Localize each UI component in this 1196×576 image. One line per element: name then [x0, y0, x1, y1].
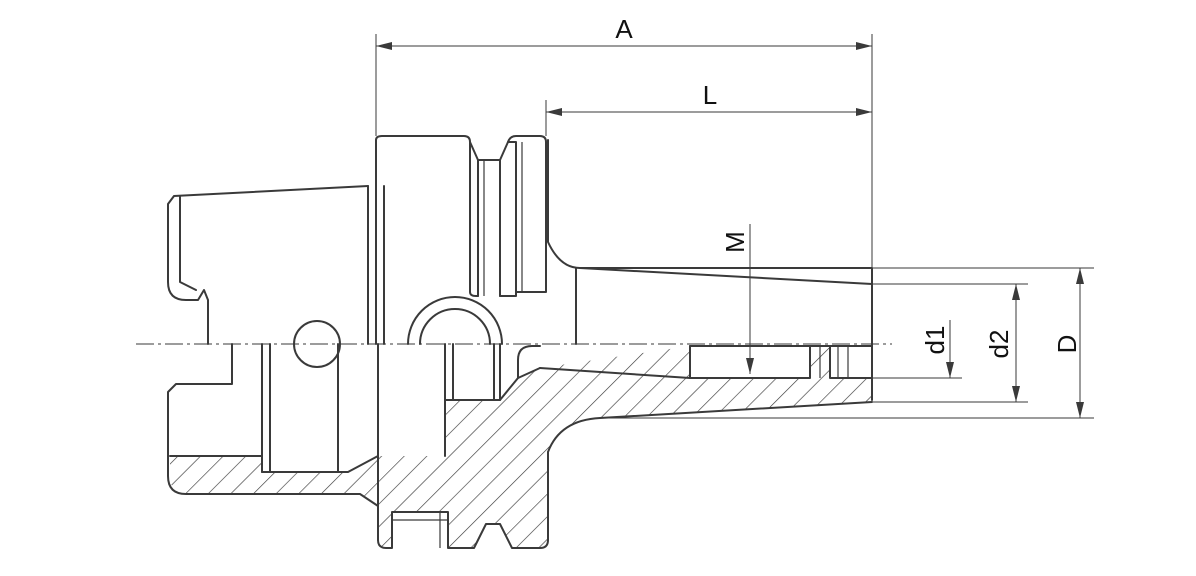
- dimension-M: M: [720, 224, 754, 374]
- holder-outline: [167, 135, 873, 549]
- label-A: A: [615, 14, 633, 44]
- label-D: D: [1052, 335, 1082, 354]
- dimension-d2: d2: [872, 283, 1028, 403]
- dimension-D: D: [600, 267, 1094, 419]
- dimension-d1: d1: [872, 320, 962, 379]
- label-M: M: [720, 231, 750, 253]
- label-d2: d2: [984, 330, 1014, 359]
- section-hatch: [170, 346, 872, 548]
- dimension-L: L: [545, 80, 872, 136]
- label-d1: d1: [920, 326, 950, 355]
- dimension-A: A: [375, 14, 873, 268]
- label-L: L: [703, 80, 717, 110]
